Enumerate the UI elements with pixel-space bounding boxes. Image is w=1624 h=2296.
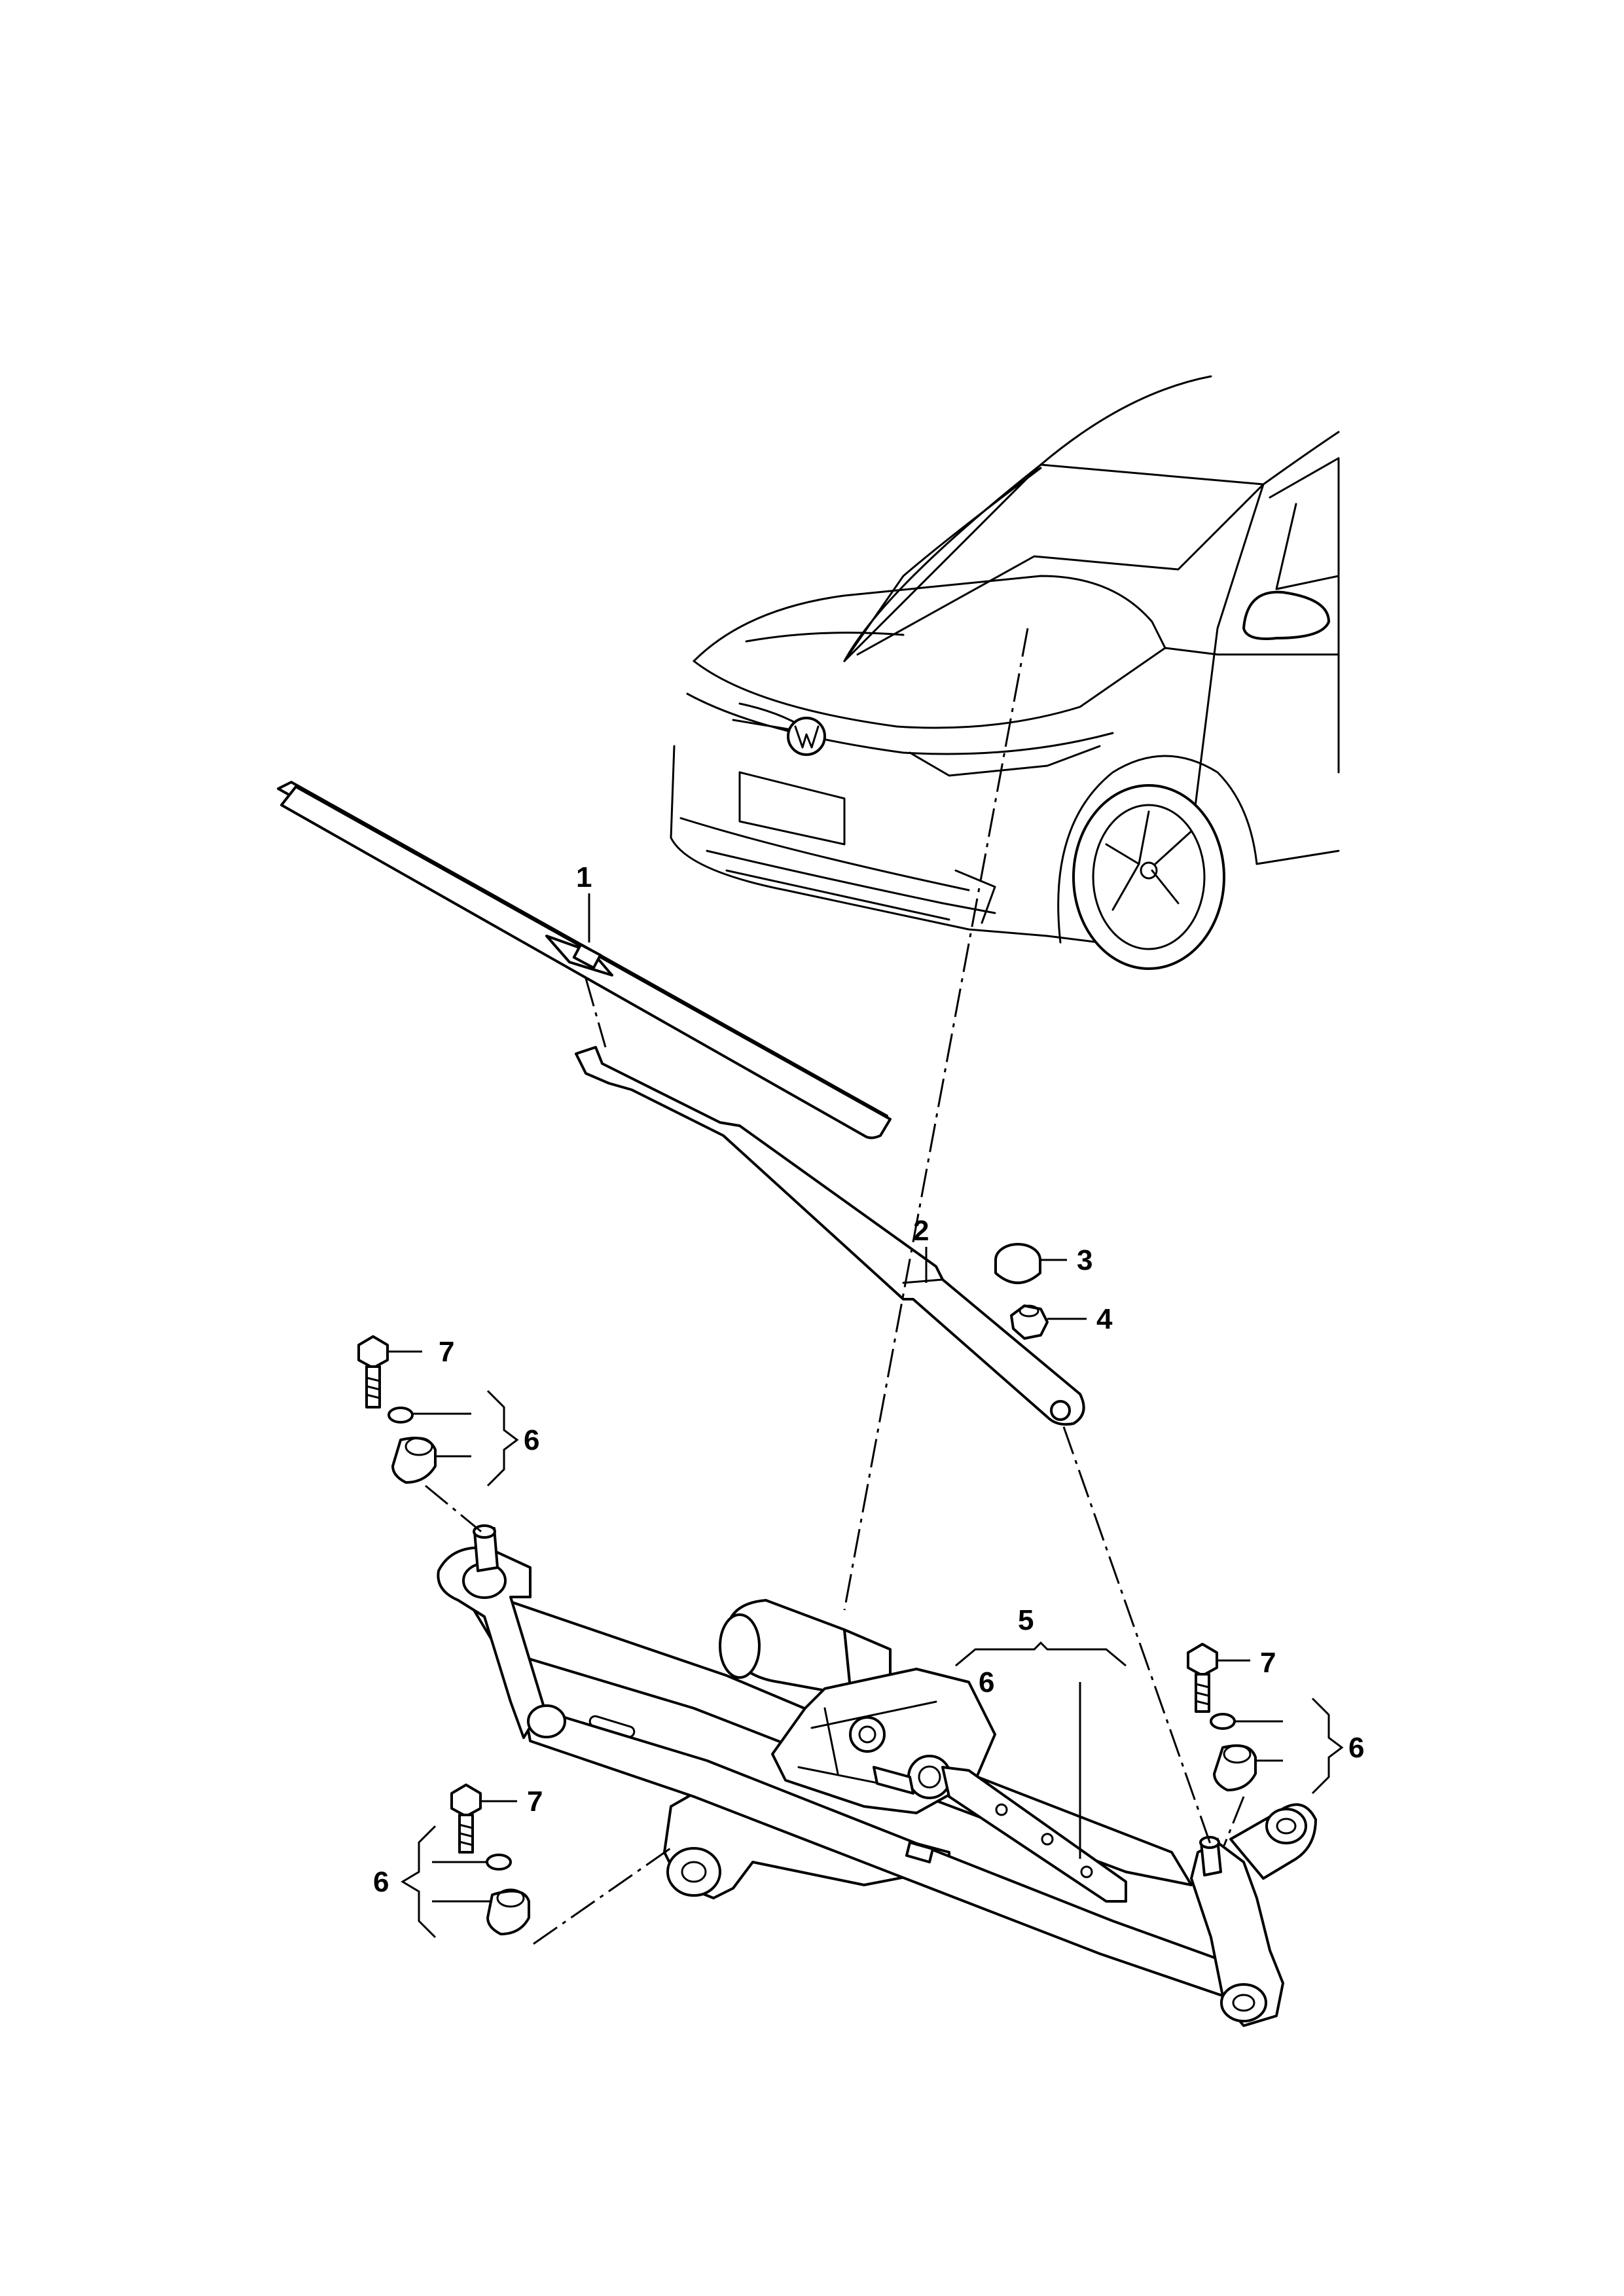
callout-7-bolt-left: 7 bbox=[439, 1336, 454, 1368]
callout-6-mount-set-left: 6 bbox=[524, 1424, 539, 1456]
callout-2-wiper-arm: 2 bbox=[913, 1215, 929, 1247]
callout-7-bolt-bottom: 7 bbox=[527, 1785, 543, 1818]
mount-set-left bbox=[388, 1407, 437, 1484]
callout-7-bolt-right: 7 bbox=[1260, 1647, 1276, 1679]
mount-set-bottom bbox=[486, 1854, 530, 1935]
bolt-bottom bbox=[450, 1784, 482, 1854]
bolt-left bbox=[357, 1335, 389, 1408]
wiper-blade bbox=[277, 781, 892, 1139]
nut bbox=[1010, 1304, 1049, 1340]
callout-6-linkage-sub: 6 bbox=[979, 1666, 994, 1698]
callout-6-mount-set-right: 6 bbox=[1348, 1732, 1364, 1764]
callout-labels: 1 2 3 4 7 6 5 6 7 6 7 6 bbox=[373, 861, 1364, 1898]
mount-set-right bbox=[1210, 1713, 1257, 1791]
callout-4-nut: 4 bbox=[1096, 1303, 1113, 1335]
wiper-arm bbox=[575, 1046, 1085, 1426]
wiper-linkage-assembly bbox=[437, 1524, 1317, 2027]
bolt-right bbox=[1187, 1643, 1218, 1713]
callout-3-cap: 3 bbox=[1077, 1244, 1092, 1276]
leader-lines bbox=[388, 893, 1344, 1939]
callout-1-wiper-blade: 1 bbox=[576, 861, 592, 893]
alignment-lines bbox=[425, 628, 1245, 1945]
cap bbox=[994, 1243, 1041, 1284]
callout-6-mount-set-bottom: 6 bbox=[373, 1866, 389, 1898]
callout-5-linkage-assembly: 5 bbox=[1018, 1604, 1034, 1636]
vehicle-illustration bbox=[670, 375, 1340, 970]
